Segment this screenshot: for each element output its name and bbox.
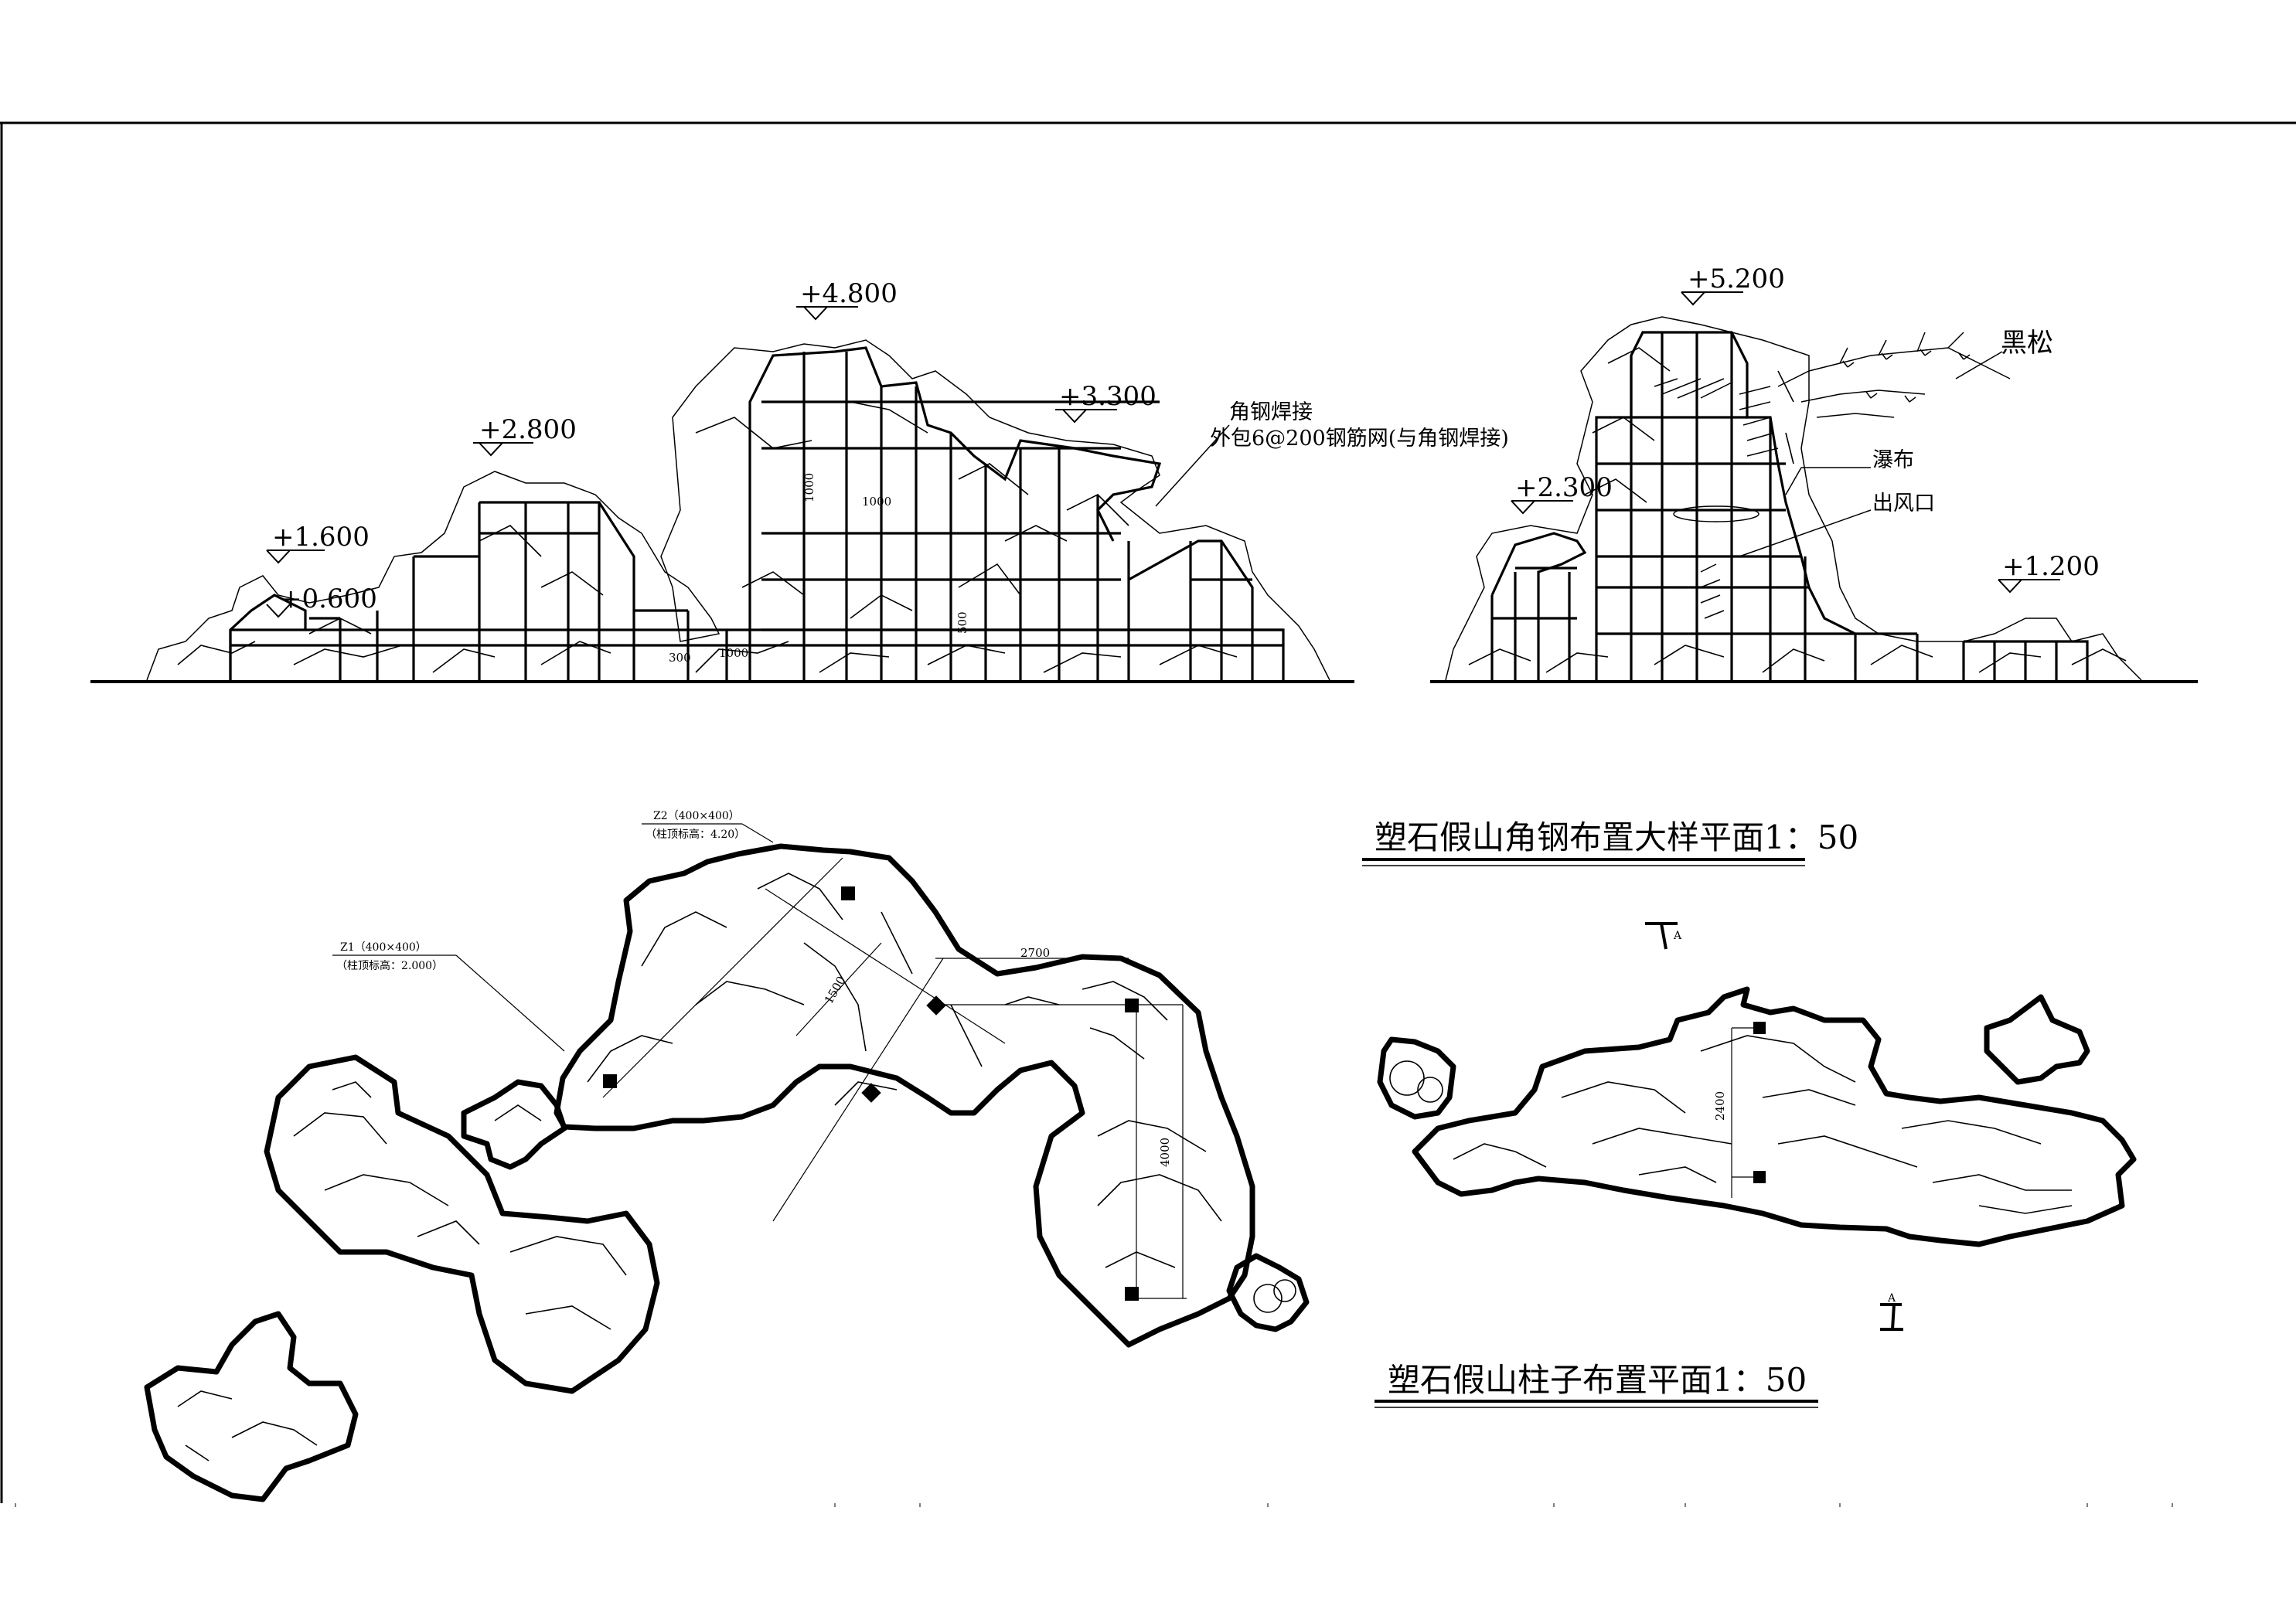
section-mark-bottom: A (1880, 1292, 1903, 1331)
construction-lines (602, 857, 1187, 1299)
pine-tree: 黑松 (1777, 328, 2053, 418)
column-top-label: （柱顶标高：2.000） (336, 959, 443, 972)
sheet-border (0, 121, 2296, 1503)
title-column-plan: 塑石假山柱子布置平面1：50 (1375, 1361, 1818, 1408)
column (1753, 1022, 1766, 1034)
bottom-ruler (15, 1503, 2173, 1507)
rock-outline-small-right (1984, 994, 2090, 1085)
rock-outline-left-cluster (264, 1054, 660, 1394)
rock-outline (1445, 316, 2142, 681)
column-label: Z2（400×400） (653, 810, 740, 822)
title-text: 塑石假山角钢布置大样平面1：50 (1375, 818, 1858, 856)
elevation-label: +2.800 (479, 414, 577, 445)
elevation-label: +5.200 (1688, 264, 1785, 294)
column-z1 (603, 1074, 617, 1088)
steel-frame (229, 346, 1285, 680)
elevation-marker-2300: +2.300 (1511, 472, 1613, 515)
rock-outline-small-left (1377, 1036, 1456, 1120)
dimension-label: 1000 (719, 646, 748, 660)
columns (1753, 1022, 1766, 1183)
column-z1-callout: Z1（400×400） （柱顶标高：2.000） (332, 941, 565, 1052)
elevation-right: 黑松 瀑布 出风口 +5.200 +2.300 +1.200 (1430, 264, 2198, 683)
rock-outline-small (461, 1079, 567, 1170)
note-line: 外包6@200钢筋网(与角钢焊接) (1210, 427, 1509, 451)
vent-label: 出风口 (1872, 492, 1935, 515)
elevation-label: +1.600 (272, 522, 370, 553)
vent-callout: 出风口 (1739, 492, 1935, 557)
dimension-label: 1500 (822, 974, 849, 1006)
hatch-areas (1654, 378, 1779, 619)
rock-outline-main (1412, 986, 2137, 1247)
elevation-marker-5200: +5.200 (1681, 264, 1785, 306)
pine-label: 黑松 (2001, 328, 2053, 359)
elevation-marker-1600: +1.600 (266, 522, 370, 564)
dimension-label: 300 (669, 651, 691, 665)
plan-left: Z2（400×400） （柱顶标高：4.20） Z1（400×400） （柱顶标… (144, 810, 1310, 1502)
elevation-left: +1.600 +0.600 +2.800 +4.800 +3.300 1000 … (90, 278, 1509, 683)
column (1753, 1171, 1766, 1183)
elevation-label: +1.200 (2002, 551, 2100, 582)
rock-outline-bottom (144, 1311, 359, 1502)
section-mark-top: A (1645, 922, 1682, 950)
columns (603, 886, 1139, 1301)
elevation-label: +2.300 (1515, 472, 1613, 503)
column (1125, 1287, 1139, 1301)
dimension-label: 1000 (862, 495, 891, 509)
rock-outline-tiny (1226, 1253, 1310, 1332)
dimension-label: 1000 (802, 473, 816, 502)
column-z2 (841, 886, 855, 900)
elevation-label: +0.600 (280, 584, 377, 614)
note-line: 角钢焊接 (1229, 400, 1313, 424)
elevation-marker-3300: +3.300 (1055, 381, 1157, 424)
column-z2-callout: Z2（400×400） （柱顶标高：4.20） (642, 810, 774, 843)
waterfall-callout: 瀑布 (1785, 448, 1914, 495)
elevation-label: +3.300 (1059, 381, 1157, 412)
steel-note: 角钢焊接 外包6@200钢筋网(与角钢焊接) (1155, 400, 1509, 507)
elevation-marker-0600: +0.600 (266, 584, 377, 618)
dimension-label: 2400 (1713, 1091, 1727, 1121)
elevation-label: +4.800 (800, 278, 898, 309)
elevation-marker-4800: +4.800 (796, 278, 898, 321)
dimension-label: 500 (956, 611, 969, 634)
waterfall-label: 瀑布 (1872, 448, 1914, 472)
steel-frame (1490, 331, 2089, 680)
section-letter: A (1887, 1292, 1896, 1305)
column (1125, 999, 1139, 1012)
elevation-marker-1200: +1.200 (1998, 551, 2100, 594)
elevation-marker-2800: +2.800 (473, 414, 577, 457)
plan-right: 2400 A A (1377, 922, 2137, 1331)
title-text: 塑石假山柱子布置平面1：50 (1388, 1361, 1807, 1399)
title-angle-steel-plan: 塑石假山角钢布置大样平面1：50 (1362, 818, 1858, 866)
dimension-label: 4000 (1158, 1138, 1172, 1167)
column-label: Z1（400×400） (340, 941, 427, 954)
section-letter: A (1673, 930, 1682, 942)
column (926, 995, 946, 1016)
column-top-label: （柱顶标高：4.20） (646, 828, 745, 841)
dimension-label: 2700 (1020, 946, 1050, 960)
rock-outline-main (554, 843, 1255, 1348)
